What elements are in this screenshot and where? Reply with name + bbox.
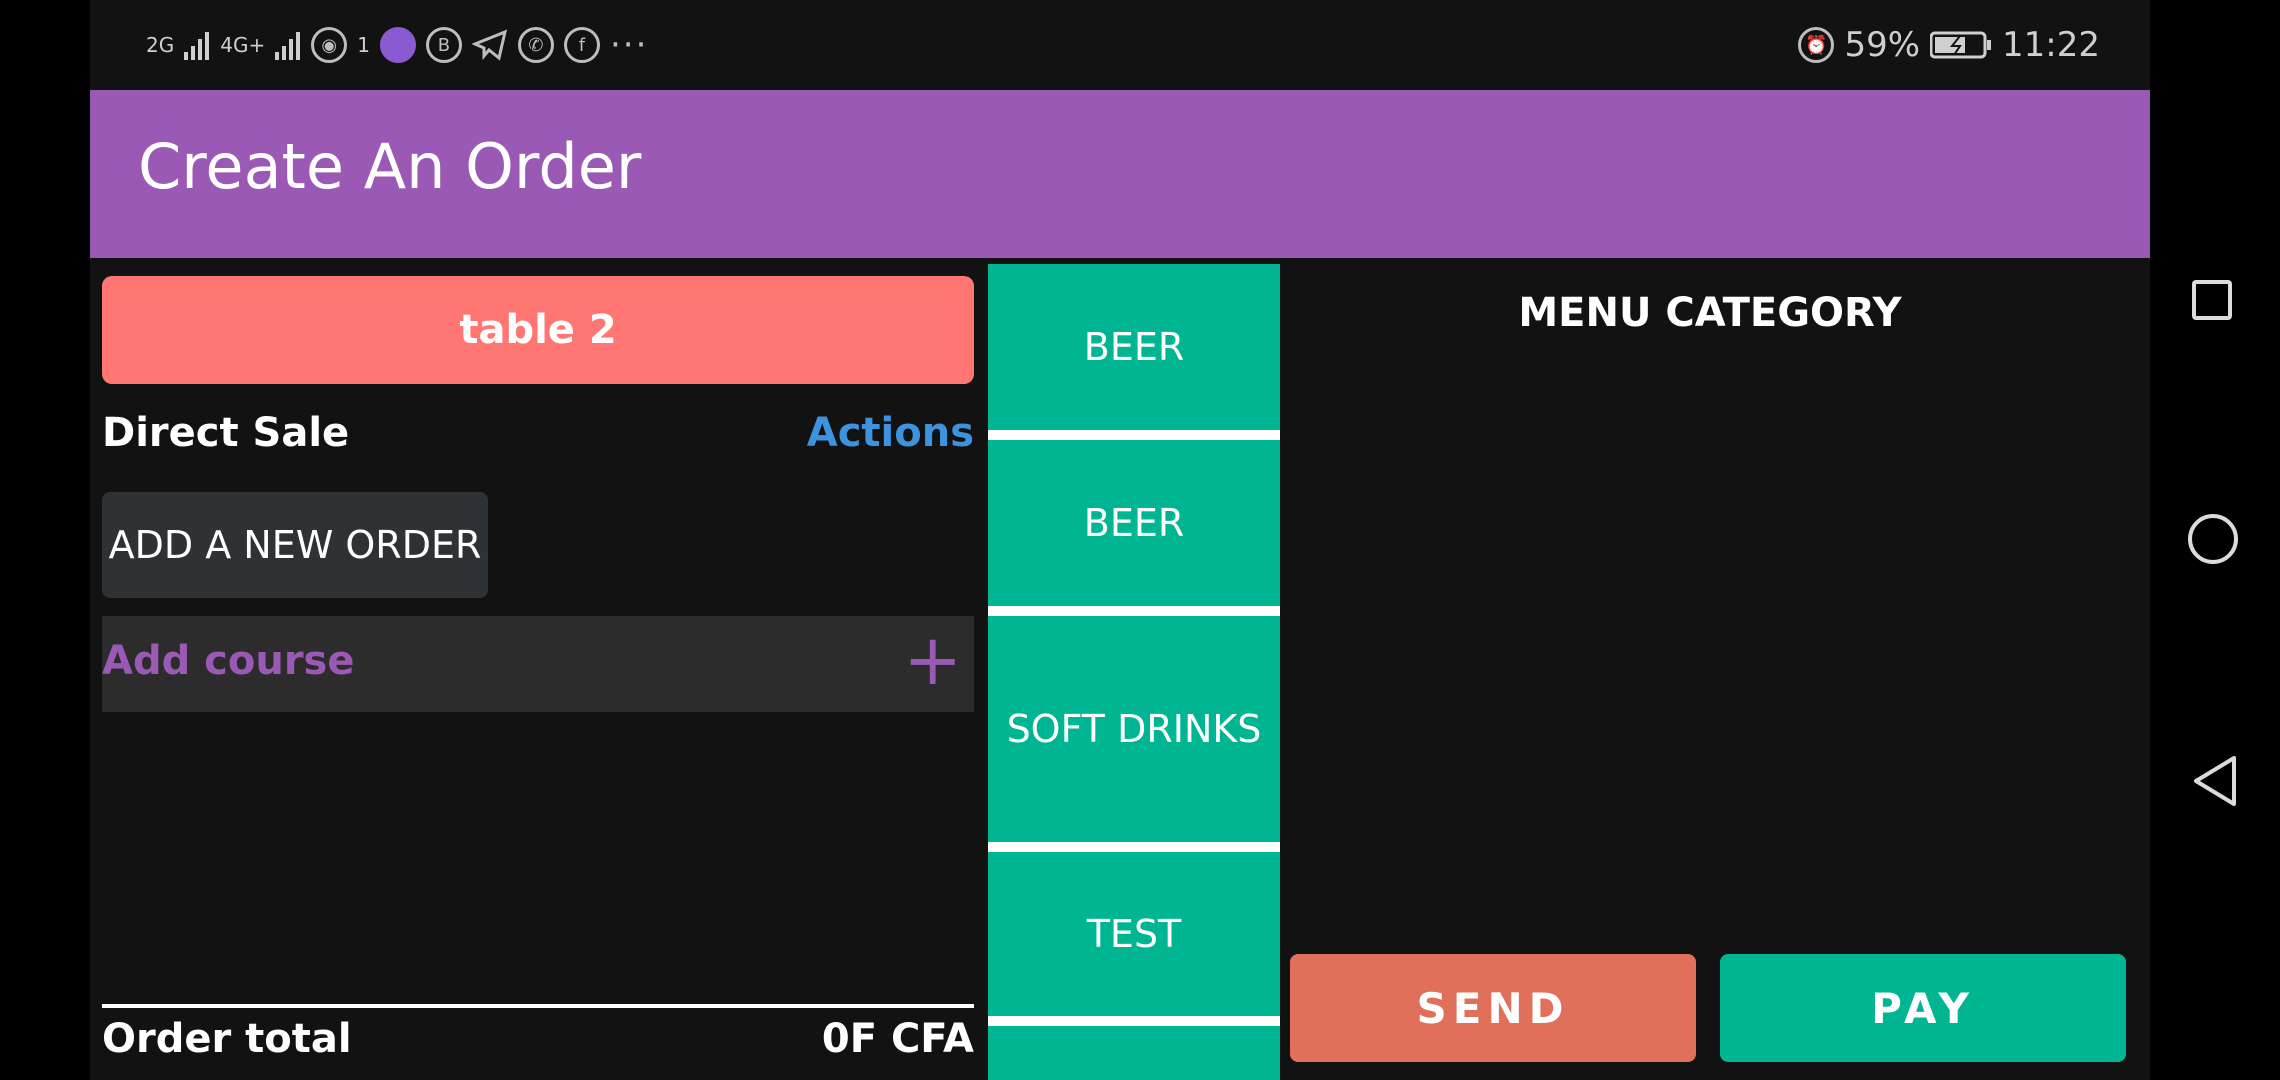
category-soft-drinks[interactable]: SOFT DRINKS	[988, 616, 1280, 842]
order-total-label: Order total	[102, 1016, 352, 1062]
category-beer-2[interactable]: BEER	[988, 440, 1280, 606]
direct-sale-label: Direct Sale	[102, 410, 350, 456]
status-right: ⏰ 59% 11:22	[1798, 22, 2100, 68]
whatsapp-icon: ✆	[517, 27, 554, 63]
app-bar: Create An Order	[90, 90, 2150, 258]
add-course-row[interactable]: Add course +	[102, 616, 974, 712]
signal-bars-icon	[184, 32, 210, 60]
business-whatsapp-icon: B	[425, 27, 462, 63]
app-icon	[379, 27, 416, 63]
status-bar: 2G 4G+ ◉ 1 B ✆ f ··· ⏰ 59% 11:22	[90, 0, 2150, 90]
status-left: 2G 4G+ ◉ 1 B ✆ f ···	[146, 22, 648, 68]
add-new-order-button[interactable]: ADD A NEW ORDER	[102, 492, 488, 598]
send-button[interactable]: SEND	[1290, 954, 1696, 1062]
signal-bars-icon	[275, 32, 301, 60]
signal-2g-icon: 2G	[146, 33, 175, 57]
hotspot-count: 1	[357, 33, 370, 57]
add-course-label: Add course	[102, 638, 355, 684]
plus-icon[interactable]: +	[903, 619, 962, 701]
category-list[interactable]: BEER BEER SOFT DRINKS TEST	[988, 264, 1280, 1080]
recents-icon[interactable]	[2192, 280, 2232, 320]
page-title: Create An Order	[138, 130, 642, 203]
actions-link[interactable]: Actions	[806, 410, 974, 456]
clock: 11:22	[2002, 25, 2100, 65]
back-icon[interactable]	[2190, 754, 2240, 808]
battery-icon	[1930, 31, 1992, 59]
divider	[102, 1004, 974, 1008]
order-panel: table 2 Direct Sale Actions ADD A NEW OR…	[102, 276, 974, 1080]
hotspot-icon: ◉	[311, 27, 348, 63]
android-nav-bar	[2150, 0, 2280, 1080]
facebook-icon: f	[563, 27, 600, 63]
battery-percent: 59%	[1844, 25, 1921, 65]
order-total-value: 0F CFA	[821, 1016, 974, 1062]
telegram-icon	[471, 29, 508, 61]
app-screen: 2G 4G+ ◉ 1 B ✆ f ··· ⏰ 59% 11:22 Create …	[90, 0, 2150, 1080]
signal-4g-icon: 4G+	[220, 33, 266, 57]
alarm-icon: ⏰	[1798, 27, 1835, 63]
menu-category-title: MENU CATEGORY	[1518, 290, 1902, 336]
category-beer-1[interactable]: BEER	[988, 264, 1280, 430]
pay-button[interactable]: PAY	[1720, 954, 2126, 1062]
home-icon[interactable]	[2188, 514, 2238, 564]
category-partial[interactable]	[988, 1026, 1280, 1080]
category-test[interactable]: TEST	[988, 852, 1280, 1016]
more-notifications-icon: ···	[609, 25, 649, 65]
table-button[interactable]: table 2	[102, 276, 974, 384]
